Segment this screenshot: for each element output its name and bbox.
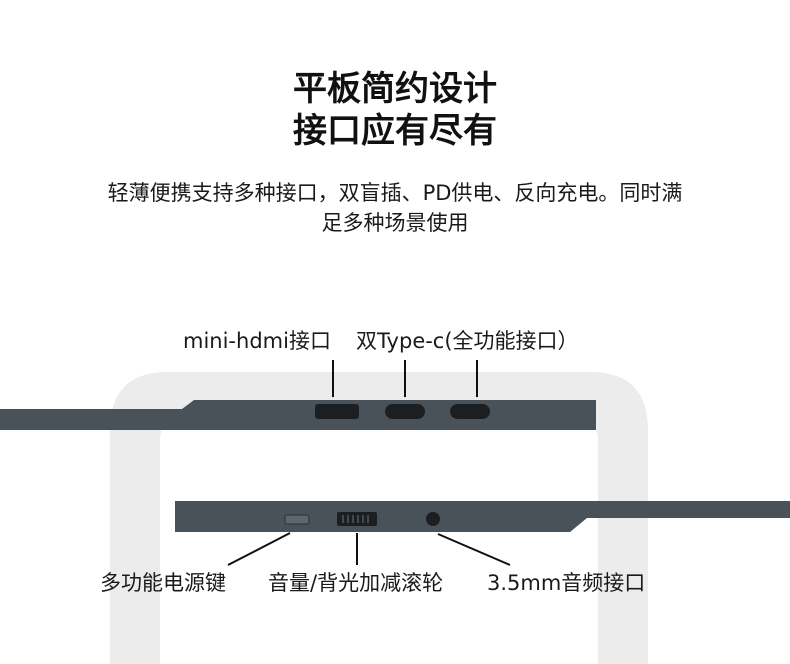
typec-port-2 <box>450 404 490 419</box>
volume-wheel-grip <box>342 515 369 523</box>
description-line-1: 轻薄便携支持多种接口，双盲插、PD供电、反向充电。同时满 <box>107 181 683 205</box>
volume-wheel-label: 音量/背光加减滚轮 <box>268 571 444 595</box>
power-button-label: 多功能电源键 <box>100 571 226 595</box>
device-top-edge <box>0 400 596 430</box>
power-button <box>284 514 310 525</box>
typec-port-1 <box>385 404 425 419</box>
volume-wheel <box>337 512 377 526</box>
power-leader-line <box>227 532 291 566</box>
device-bottom-edge <box>175 501 790 532</box>
audio-jack <box>426 512 440 526</box>
description-line-2: 足多种场景使用 <box>321 211 469 235</box>
hdmi-port-label: mini-hdmi接口 <box>183 329 331 353</box>
audio-jack-label: 3.5mm音频接口 <box>487 571 646 595</box>
page-title-line-1: 平板简约设计 <box>293 69 497 109</box>
page-title-line-2: 接口应有尽有 <box>293 111 497 151</box>
typec-port-label: 双Type-c(全功能接口） <box>356 329 579 353</box>
hdmi-port <box>315 404 359 419</box>
audio-leader-line <box>437 533 511 566</box>
